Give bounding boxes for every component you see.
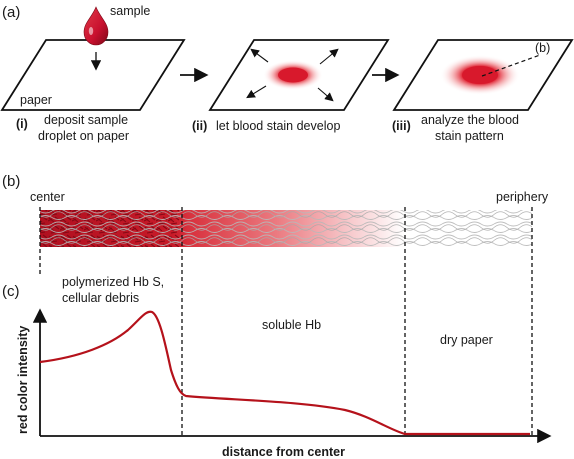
strip-right-label: periphery xyxy=(496,190,549,204)
step-number-2: (ii) xyxy=(192,119,207,133)
zone-1-label-line1: polymerized Hb S, xyxy=(62,275,164,289)
panel-a-label: (a) xyxy=(2,4,20,21)
step-caption-1: (i) xyxy=(16,117,28,131)
spread-arrow-nw-icon xyxy=(250,48,269,63)
x-axis-title: distance from center xyxy=(222,445,345,459)
y-axis-title: red color intensity xyxy=(16,326,30,434)
spread-arrow-se-icon xyxy=(317,87,334,102)
blood-droplet-icon xyxy=(83,6,109,46)
analysis-line xyxy=(481,54,541,77)
strip-fibers xyxy=(40,210,532,247)
droplet-highlight xyxy=(88,27,94,35)
step-caption-1-line1: deposit sample xyxy=(44,113,128,127)
paper-label: paper xyxy=(20,93,52,107)
inset-reference: (b) xyxy=(535,41,550,55)
spread-arrow-sw-icon xyxy=(246,85,267,99)
intensity-curve xyxy=(39,310,530,436)
step-caption-3-line1: analyze the blood xyxy=(421,113,519,127)
zone-1-label-line2: cellular debris xyxy=(62,291,139,305)
spread-arrow-ne-icon xyxy=(319,48,339,65)
zone-2-label: soluble Hb xyxy=(262,318,321,332)
sample-label: sample xyxy=(110,4,150,18)
step-number-3: (iii) xyxy=(392,119,411,133)
step-caption-1-line2: droplet on paper xyxy=(38,129,129,143)
step-number-1: (i) xyxy=(16,117,28,131)
step-caption-2-line1: let blood stain develop xyxy=(216,119,340,133)
panel-b-label: (b) xyxy=(2,173,20,190)
step-caption-3-line2: stain pattern xyxy=(435,129,504,143)
panel-c-label: (c) xyxy=(2,283,20,300)
developed-stain-core xyxy=(462,66,498,84)
zone-3-label: dry paper xyxy=(440,333,493,347)
paper-sheet-1 xyxy=(0,39,186,111)
strip-left-label: center xyxy=(30,190,65,204)
stain-core xyxy=(278,67,308,83)
stain-strip xyxy=(40,210,532,247)
